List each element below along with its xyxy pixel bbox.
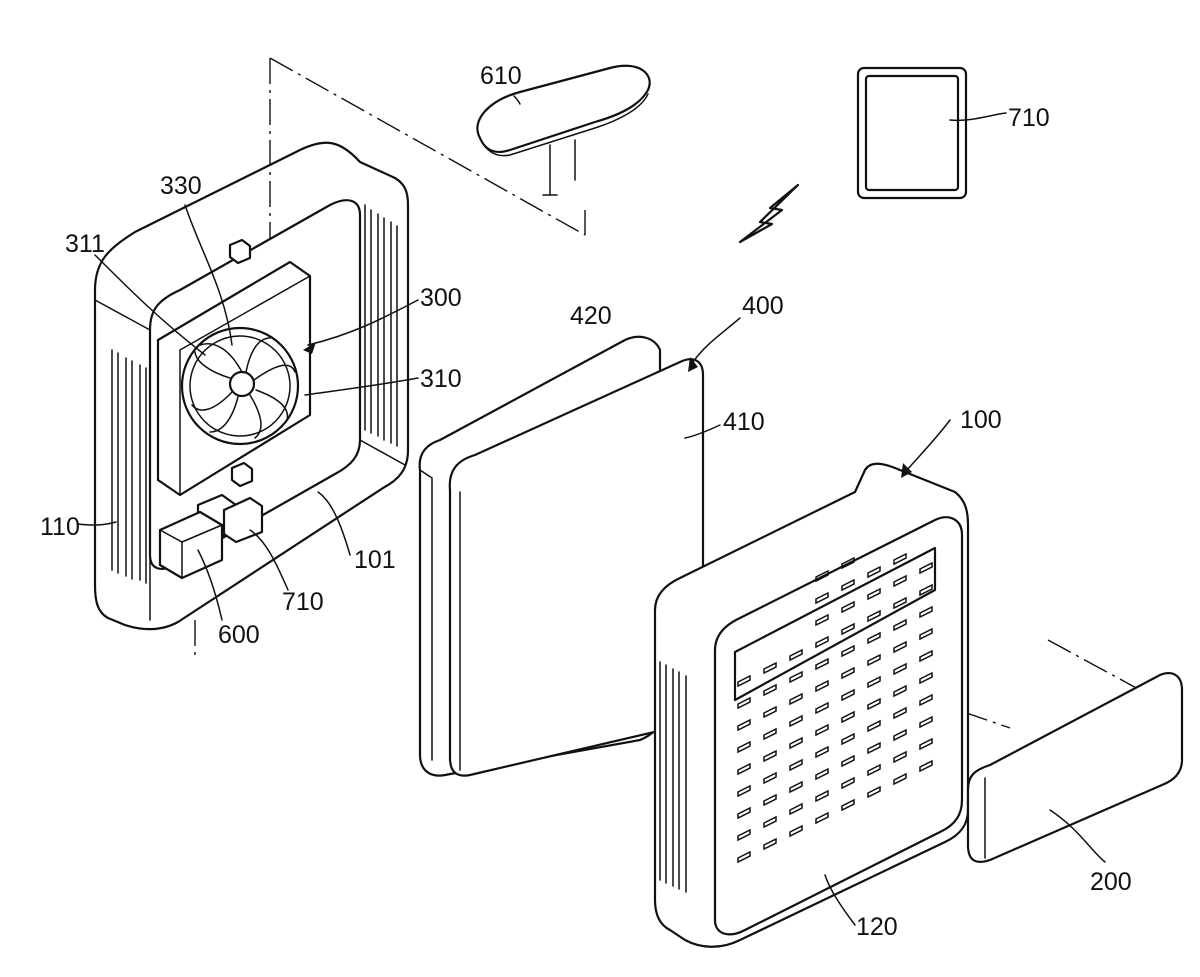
- label-110: 110: [40, 513, 80, 541]
- label-200: 200: [1090, 868, 1132, 896]
- label-410: 410: [723, 408, 765, 436]
- label-100: 100: [960, 406, 1002, 434]
- display-module-710: [858, 68, 966, 198]
- label-710-display: 710: [1008, 104, 1050, 132]
- label-101: 101: [354, 546, 396, 574]
- label-420: 420: [570, 302, 612, 330]
- label-400: 400: [742, 292, 784, 320]
- panel-200: [968, 673, 1182, 862]
- label-311: 311: [65, 230, 105, 258]
- label-300: 300: [420, 284, 462, 312]
- label-310: 310: [420, 365, 462, 393]
- wireless-signal-icon: [740, 185, 798, 242]
- fan-unit: [158, 262, 310, 495]
- label-710-module: 710: [282, 588, 324, 616]
- label-610: 610: [480, 62, 522, 90]
- label-600: 600: [218, 621, 260, 649]
- label-120: 120: [856, 913, 898, 941]
- label-330: 330: [160, 172, 202, 200]
